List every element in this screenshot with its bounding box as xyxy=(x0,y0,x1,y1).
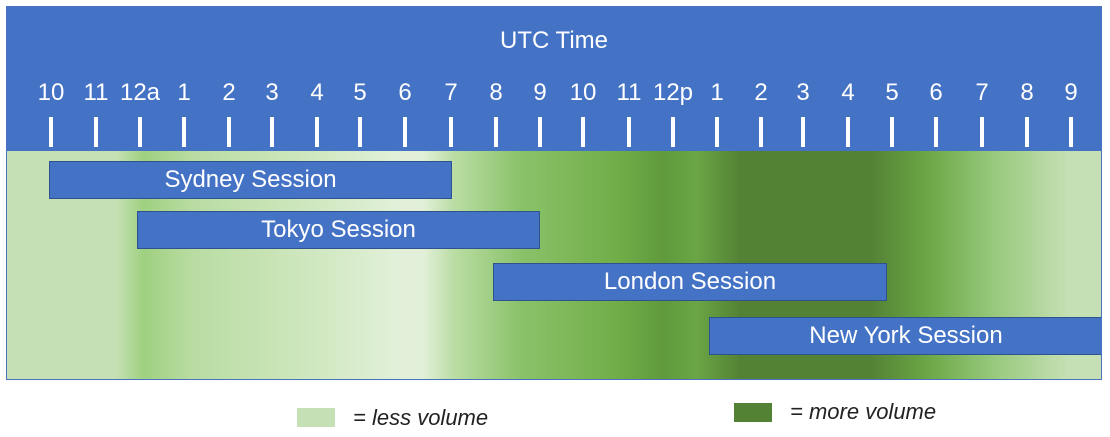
tick-mark xyxy=(94,117,98,147)
tick-label: 2 xyxy=(222,79,236,106)
session-bar: Tokyo Session xyxy=(137,211,540,249)
tick-mark xyxy=(1069,117,1073,147)
tick-mark xyxy=(846,117,850,147)
tick-mark xyxy=(494,117,498,147)
tick-mark xyxy=(980,117,984,147)
tick-mark xyxy=(627,117,631,147)
tick-label: 6 xyxy=(398,79,412,106)
tick-mark xyxy=(1025,117,1029,147)
tick-label: 1 xyxy=(710,79,724,106)
tick-label: 12a xyxy=(119,79,161,106)
tick-mark xyxy=(358,117,362,147)
tick-label: 4 xyxy=(310,79,324,106)
tick-mark xyxy=(403,117,407,147)
tick-label: 6 xyxy=(929,79,943,106)
tick-label: 3 xyxy=(796,79,810,106)
tick-mark xyxy=(759,117,763,147)
tick-mark xyxy=(934,117,938,147)
session-bar: New York Session xyxy=(709,317,1101,355)
tick-mark xyxy=(581,117,585,147)
tick-mark xyxy=(227,117,231,147)
tick-label: 8 xyxy=(489,79,503,106)
tick-label: 1 xyxy=(177,79,191,106)
tick-label: 12p xyxy=(652,79,694,106)
tick-label: 2 xyxy=(754,79,768,106)
tick-label: 11 xyxy=(616,79,642,106)
tick-mark xyxy=(270,117,274,147)
tick-label: 9 xyxy=(1064,79,1078,106)
less-volume-swatch xyxy=(297,408,335,427)
tick-label: 5 xyxy=(885,79,899,106)
less-volume-label: = less volume xyxy=(353,405,489,430)
tick-label: 10 xyxy=(569,79,597,106)
tick-mark xyxy=(715,117,719,147)
tick-mark xyxy=(49,117,53,147)
tick-label: 8 xyxy=(1020,79,1034,106)
tick-mark xyxy=(890,117,894,147)
tick-label: 5 xyxy=(353,79,367,106)
tick-label: 3 xyxy=(265,79,279,106)
tick-mark xyxy=(315,117,319,147)
tick-mark xyxy=(538,117,542,147)
tick-label: 4 xyxy=(841,79,855,106)
tick-mark xyxy=(138,117,142,147)
tick-mark xyxy=(182,117,186,147)
tick-mark xyxy=(449,117,453,147)
trading-sessions-diagram: UTC Time 10 11 12a 1 2 3 4 5 6 7 8 9 10 11 12p 1 2 3 4 5 6 7 8… xyxy=(6,6,1102,380)
header-title: UTC Time xyxy=(500,27,608,54)
utc-time-header: UTC Time 10 11 12a 1 2 3 4 5 6 7 8 9 10 11 12p 1 2 3 4 5 6 7 8… xyxy=(7,7,1101,151)
tick-mark xyxy=(801,117,805,147)
more-volume-swatch xyxy=(734,403,772,422)
tick-label: 11 xyxy=(83,79,109,106)
more-volume-label: = more volume xyxy=(790,399,937,424)
session-bar: Sydney Session xyxy=(49,161,452,199)
tick-label: 7 xyxy=(975,79,989,106)
session-bar: London Session xyxy=(493,263,887,301)
tick-label: 7 xyxy=(444,79,458,106)
tick-label: 10 xyxy=(37,79,65,106)
tick-mark xyxy=(671,117,675,147)
tick-label: 9 xyxy=(533,79,547,106)
